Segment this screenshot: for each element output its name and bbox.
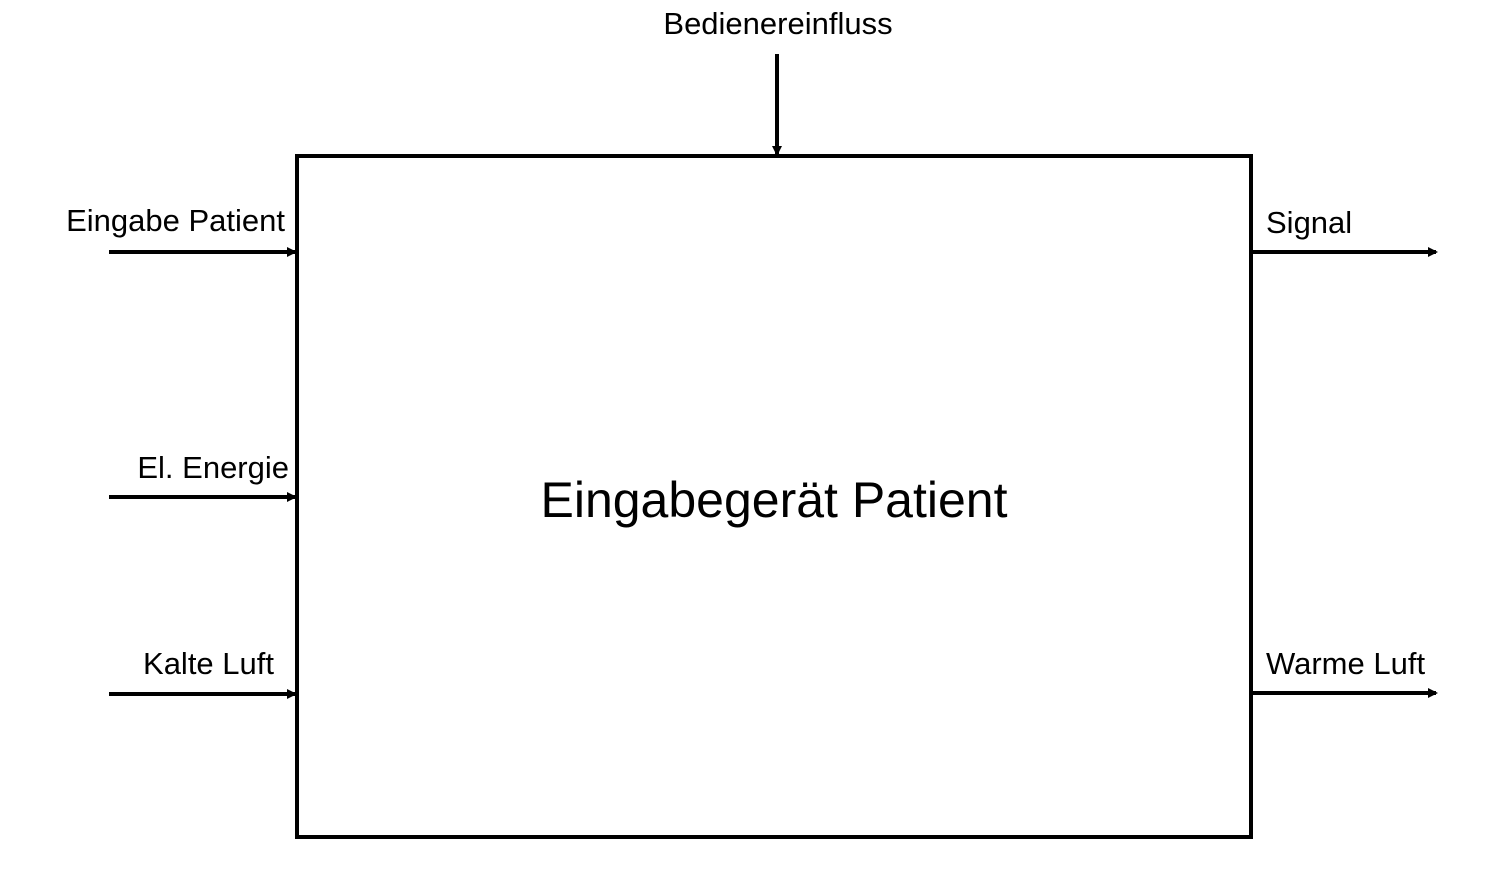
input-label-el-energie: El. Energie bbox=[137, 450, 289, 485]
block-title: Eingabegerät Patient bbox=[540, 472, 1007, 528]
main-block bbox=[295, 154, 1253, 839]
top-input-label: Bedienereinfluss bbox=[663, 6, 892, 41]
output-label-signal: Signal bbox=[1266, 205, 1352, 240]
input-label-kalte-luft: Kalte Luft bbox=[143, 646, 274, 681]
output-label-warme-luft: Warme Luft bbox=[1266, 646, 1425, 681]
input-label-eingabe-patient: Eingabe Patient bbox=[66, 203, 285, 238]
